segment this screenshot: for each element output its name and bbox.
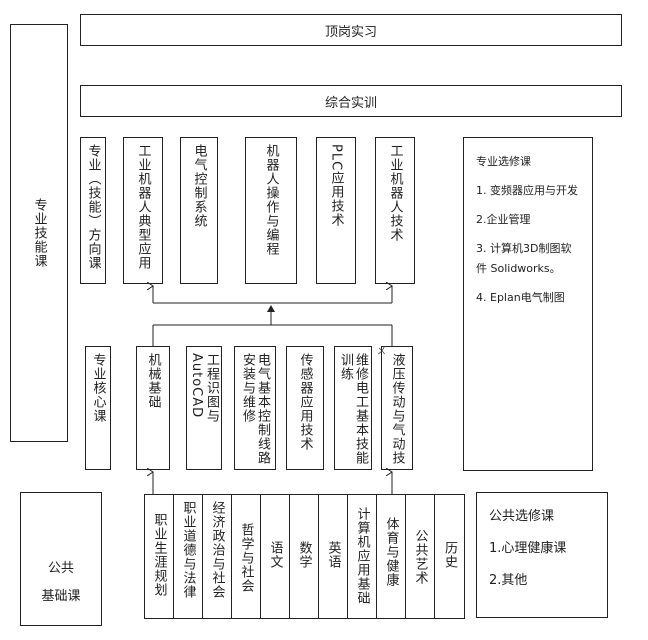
public-course: 经济政治与社会 <box>202 494 232 619</box>
professional-elective-item: 1. 变频器应用与开发 <box>476 184 578 197</box>
comprehensive-training-box: 综合实训 <box>80 85 622 117</box>
core-course-label: 工程识图与AutoCAD <box>189 353 219 423</box>
direction-course-label: 机器人操作与编程 <box>263 144 279 256</box>
core-course-6: 液压传动与气动技 <box>381 346 413 470</box>
public-course: 历史 <box>434 494 465 619</box>
core-course-1: 机械基础 <box>136 346 170 470</box>
public-course: 计算机应用基础 <box>347 494 377 619</box>
core-course-4: 传感器应用技术 <box>286 346 324 470</box>
direction-course-label: 工业机器人技术 <box>387 144 403 242</box>
direction-course-5: 工业机器人技术 <box>375 137 415 284</box>
core-course-0: 专业核心课 <box>85 346 111 470</box>
direction-course-1: 工业机器人典型应用 <box>123 137 163 284</box>
stray-mark: ㄨ <box>377 347 387 357</box>
core-course-label: 液压传动与气动技 <box>389 353 405 465</box>
professional-electives-box: 专业选修课 1. 变频器应用与开发 2.企业管理 3. 计算机3D制图软件 So… <box>463 137 593 471</box>
public-elective-item: 2.其他 <box>489 573 528 588</box>
professional-skills-box: 专业技能课 <box>10 24 68 442</box>
public-basic-line1: 公共 <box>47 561 74 576</box>
public-course: 哲学与社会 <box>231 494 261 619</box>
core-course-label: 传感器应用技术 <box>297 353 313 451</box>
direction-course-label: 工业机器人典型应用 <box>135 144 151 270</box>
direction-course-0: 专业（技能）方向课 <box>80 137 106 284</box>
direction-course-label: PLC应用技术 <box>328 144 344 228</box>
internship-label: 顶岗实习 <box>324 24 377 40</box>
public-electives-title: 公共选修课 <box>489 509 555 524</box>
internship-box: 顶岗实习 <box>80 14 622 46</box>
public-courses-row: 职业生涯规划 职业道德与法律 经济政治与社会 哲学与社会 语文 数学 英语 计算… <box>144 494 465 619</box>
direction-course-4: PLC应用技术 <box>316 137 356 284</box>
direction-course-2: 电气控制系统 <box>180 137 218 284</box>
professional-elective-item: 3. 计算机3D制图软件 Solidworks。 <box>476 242 572 275</box>
core-course-3: 电气基本控制线路安装与维修 <box>234 346 276 470</box>
public-basic-line2: 基础课 <box>41 589 81 604</box>
public-course: 语文 <box>260 494 290 619</box>
direction-course-label: 专业（技能）方向课 <box>85 144 101 270</box>
core-course-label: 专业核心课 <box>90 353 106 423</box>
public-course: 公共艺术 <box>405 494 435 619</box>
public-course: 数学 <box>289 494 319 619</box>
professional-electives-title: 专业选修课 <box>476 155 531 168</box>
professional-elective-item: 2.企业管理 <box>476 213 531 226</box>
public-basic-box: 公共 基础课 <box>20 492 102 626</box>
direction-course-3: 机器人操作与编程 <box>245 137 297 284</box>
core-course-5: 维修电工基本技能训练 <box>334 346 372 470</box>
public-electives-box: 公共选修课 1.心理健康课 2.其他 <box>476 492 608 618</box>
public-elective-item: 1.心理健康课 <box>489 541 567 556</box>
public-course: 职业生涯规划 <box>144 494 174 619</box>
professional-elective-item: 4. Eplan电气制图 <box>476 291 565 304</box>
direction-course-label: 电气控制系统 <box>191 144 207 228</box>
core-course-label: 电气基本控制线路安装与维修 <box>240 353 270 465</box>
core-course-label: 维修电工基本技能训练 <box>338 353 368 465</box>
core-course-2: 工程识图与AutoCAD <box>186 346 222 470</box>
core-course-label: 机械基础 <box>145 353 161 409</box>
professional-skills-label: 专业技能课 <box>31 198 47 268</box>
comprehensive-training-label: 综合实训 <box>324 95 377 111</box>
public-course: 职业道德与法律 <box>173 494 203 619</box>
